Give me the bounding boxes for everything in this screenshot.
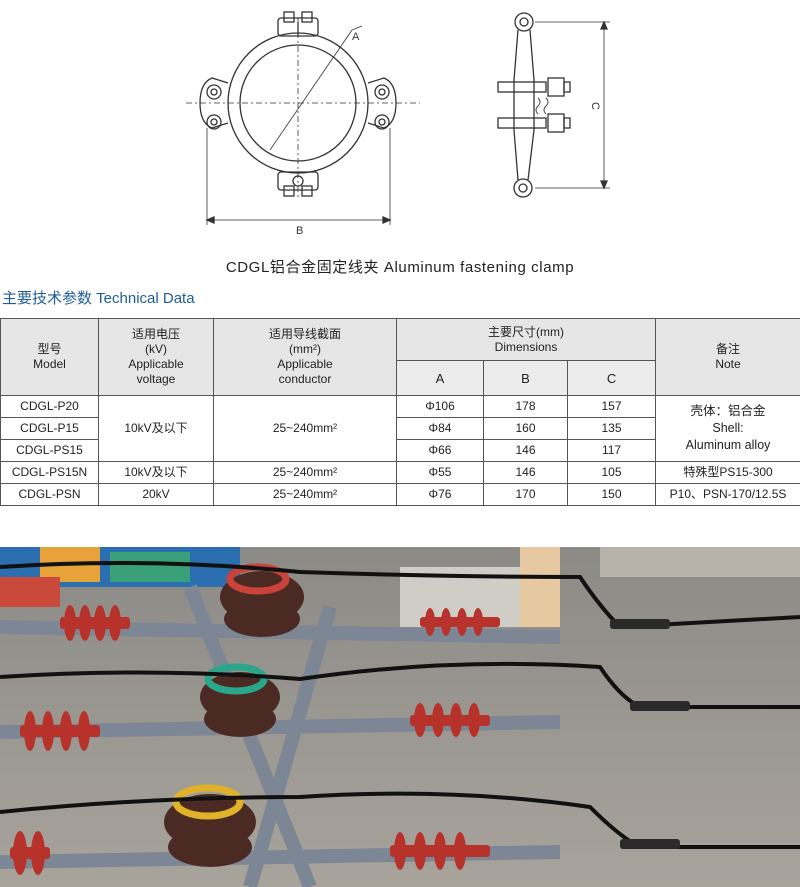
- cell-dim-b: 146: [483, 439, 568, 462]
- technical-data-table: 型号 Model 适用电压 (kV) Applicable voltage 适用…: [0, 318, 800, 506]
- insulators-red: [10, 605, 500, 875]
- cell-dim-a: Φ76: [396, 483, 484, 506]
- note-line-2: Shell:: [712, 421, 744, 435]
- strain-clamps: [610, 619, 690, 849]
- cell-conductor-group: 25~240mm²: [213, 395, 397, 462]
- section-title: 主要技术参数 Technical Data: [2, 290, 195, 307]
- header-dim-b: B: [483, 360, 568, 396]
- product-caption: CDGL铝合金固定线夹 Aluminum fastening clamp: [225, 259, 575, 276]
- technical-drawings: A B C: [186, 11, 610, 237]
- cell-dim-c: 135: [566, 417, 657, 440]
- table-row: CDGL-PS15N 10kV及以下 25~240mm² Φ55 146 105…: [0, 461, 800, 484]
- cell-model: CDGL-PS15N: [0, 461, 99, 484]
- cell-voltage: 10kV及以下: [98, 461, 214, 484]
- header-note-cn: 备注: [716, 342, 741, 356]
- front-view-drawing: [186, 11, 420, 225]
- power-cables: [0, 561, 800, 849]
- cell-conductor: 25~240mm²: [213, 483, 397, 506]
- cell-dim-c: 117: [566, 439, 657, 462]
- note-line-3: Aluminum alloy: [685, 438, 771, 452]
- cell-dim-a: Φ106: [396, 395, 484, 418]
- background-objects: [0, 547, 800, 627]
- cell-note: P10、PSN-170/12.5S: [655, 483, 800, 506]
- header-conductor-unit: (mm²): [289, 342, 321, 356]
- dim-label-a: A: [352, 31, 360, 43]
- header-voltage-unit: (kV): [145, 342, 167, 356]
- header-dim-c: C: [566, 360, 657, 396]
- header-dim-a: A: [396, 360, 484, 396]
- side-view-drawing: [497, 12, 610, 198]
- cell-dim-b: 160: [483, 417, 568, 440]
- header-dimensions: 主要尺寸(mm) Dimensions: [395, 318, 657, 361]
- cell-model: CDGL-PSN: [0, 483, 99, 506]
- header-dims-cn: 主要尺寸(mm): [488, 324, 565, 339]
- aluminum-clamps: [172, 563, 290, 820]
- header-dims-en: Dimensions: [494, 339, 558, 354]
- dim-label-b: B: [296, 225, 303, 237]
- header-model-en: Model: [33, 357, 66, 371]
- header-model: 型号 Model: [0, 318, 99, 396]
- cell-dim-b: 170: [483, 483, 568, 506]
- header-conductor: 适用导线截面 (mm²) Applicable conductor: [213, 318, 397, 396]
- dim-label-c: C: [589, 102, 601, 110]
- note-line-1: 壳体：铝合金: [690, 404, 766, 418]
- cell-dim-c: 105: [566, 461, 657, 484]
- cell-note: 特殊型PS15-300: [655, 461, 800, 484]
- header-note: 备注 Note: [655, 318, 800, 396]
- cell-conductor: 25~240mm²: [213, 461, 397, 484]
- cell-model: CDGL-P20: [0, 395, 99, 418]
- cell-dim-c: 157: [566, 395, 657, 418]
- cell-dim-a: Φ84: [396, 417, 484, 440]
- header-voltage: 适用电压 (kV) Applicable voltage: [98, 318, 214, 396]
- table-row: CDGL-P20 10kV及以下 25~240mm² Φ106 178 157 …: [0, 395, 800, 462]
- cell-model: CDGL-PS15: [0, 439, 99, 462]
- cell-dim-b: 146: [483, 461, 568, 484]
- header-note-en: Note: [715, 357, 741, 371]
- cell-model: CDGL-P15: [0, 417, 99, 440]
- cell-note-group: 壳体：铝合金 Shell: Aluminum alloy: [655, 395, 800, 462]
- header-model-cn: 型号: [37, 342, 62, 356]
- cell-dim-c: 150: [566, 483, 657, 506]
- cell-dim-a: Φ66: [396, 439, 484, 462]
- cell-voltage-group: 10kV及以下: [98, 395, 214, 462]
- header-conductor-cn: 适用导线截面: [268, 327, 341, 341]
- cell-dim-a: Φ55: [396, 461, 484, 484]
- cell-voltage: 20kV: [98, 483, 214, 506]
- table-row: CDGL-PSN 20kV 25~240mm² Φ76 170 150 P10、…: [0, 483, 800, 506]
- installation-photo: [0, 547, 800, 887]
- header-voltage-en: Applicable voltage: [128, 357, 184, 386]
- header-voltage-cn: 适用电压: [131, 327, 180, 341]
- header-conductor-en: Applicable conductor: [277, 357, 333, 386]
- technical-data-table-wrapper: 型号 Model 适用电压 (kV) Applicable voltage 适用…: [0, 318, 800, 506]
- cell-dim-b: 178: [483, 395, 568, 418]
